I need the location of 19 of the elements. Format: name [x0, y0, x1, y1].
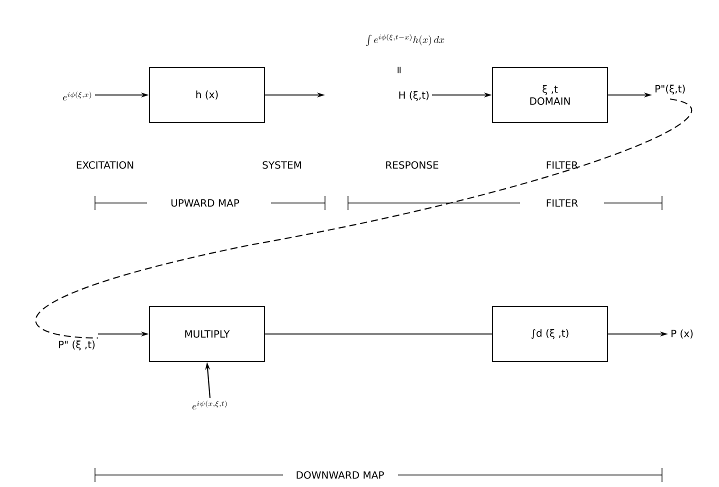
process-box: ∫d (ξ ,t) — [492, 306, 608, 362]
formula-label: $\int e^{i\phi(\xi ,t-x)}h(x)\,dx$ — [366, 34, 444, 46]
process-box: h (x) — [149, 67, 265, 123]
stage-label: EXCITATION — [76, 161, 134, 169]
bracket-label: UPWARD MAP — [171, 199, 240, 207]
signal-label: P"(ξ,t) — [656, 84, 685, 94]
process-box: MULTIPLY — [149, 306, 265, 362]
bracket-label: FILTER — [546, 199, 578, 207]
stage-label: FILTER — [546, 161, 578, 169]
equality-sign: = — [398, 66, 401, 74]
signal-label: H (ξ,t) — [399, 91, 429, 101]
stage-label: SYSTEM — [262, 161, 301, 169]
signal-label: $e^{i\psi(x,\xi ,t)}$ — [192, 400, 227, 410]
process-box: ξ ,t DOMAIN — [492, 67, 608, 123]
stage-label: RESPONSE — [386, 161, 438, 169]
bracket-label: DOWNWARD MAP — [296, 471, 384, 479]
signal-label: P" (ξ ,t) — [58, 340, 95, 350]
signal-label: P (x) — [672, 330, 693, 338]
signal-label: $e^{i\phi(\xi ,x)}$ — [63, 92, 92, 101]
